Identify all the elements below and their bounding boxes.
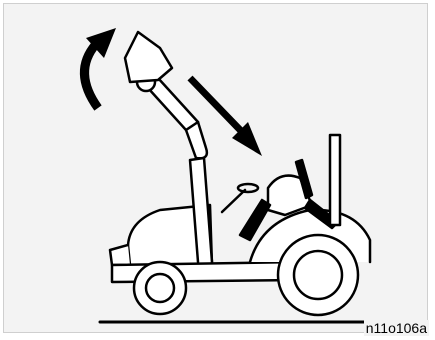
steering-wheel — [238, 184, 258, 192]
tractor-front-grille — [110, 245, 130, 265]
front-wheel-hub — [146, 274, 174, 302]
rops-top-hand — [125, 32, 172, 82]
curved-arrow-icon — [84, 28, 116, 108]
rear-wheel-hub — [294, 251, 342, 299]
rops-rear-post — [330, 135, 340, 225]
figure-code-label: n11o106a — [364, 320, 429, 336]
steering-column — [222, 190, 245, 212]
